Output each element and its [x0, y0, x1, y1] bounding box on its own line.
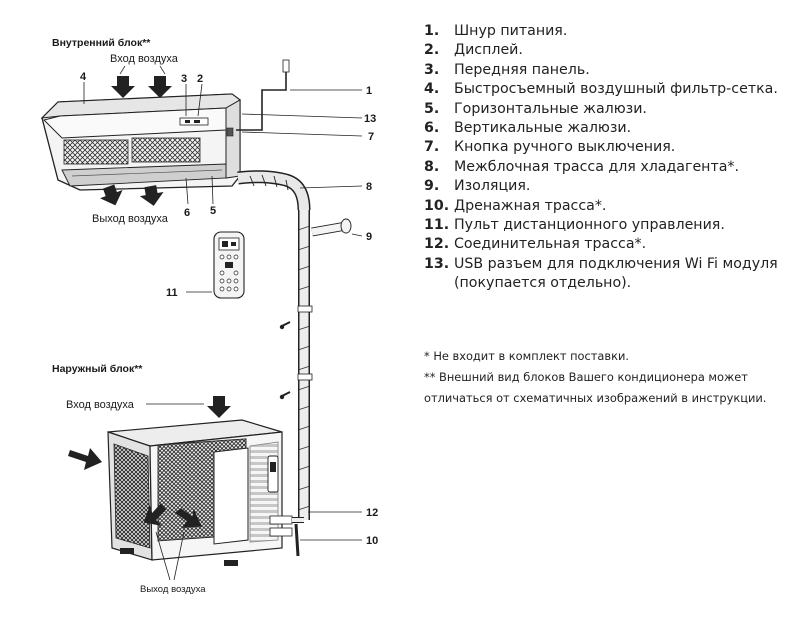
indoor-intake-arrow-right: [148, 76, 172, 98]
legend-item-text: Пульт дистанционного управления.: [454, 217, 725, 234]
legend-item: 12.Соединительная трасса*.: [424, 235, 796, 254]
footnotes: * Не входит в комплект поставки. ** Внеш…: [424, 346, 796, 409]
indoor-air-intake-label: Вход воздуха: [110, 53, 179, 65]
remote-control: [213, 231, 245, 299]
callout-6: 6: [184, 207, 190, 219]
outdoor-air-outlet-label: Выход воздуха: [140, 584, 206, 595]
callout-1: 1: [366, 85, 372, 97]
legend-item: 6. Вертикальные жалюзи.: [424, 119, 796, 138]
callout-10: 10: [366, 535, 378, 547]
legend-item: 13.USB разъем для подключения Wi Fi моду…: [424, 255, 796, 294]
legend-item-number: 6.: [424, 120, 440, 137]
legend-item-number: 3.: [424, 61, 440, 78]
footnote-not-included: * Не входит в комплект поставки.: [424, 349, 630, 363]
outdoor-intake-arrow-top: [207, 396, 231, 418]
legend-item-text: Изоляция.: [454, 178, 531, 195]
drain-line: [294, 523, 300, 557]
legend-item-text: Дренажная трасса*.: [454, 197, 607, 214]
outdoor-outlet-arrow-right: [174, 508, 202, 528]
legend-item-text: Вертикальные жалюзи.: [454, 120, 632, 137]
indoor-outlet-arrow-left: [100, 184, 123, 206]
outdoor-intake-arrow-side: [68, 448, 102, 470]
legend-item: 3. Передняя панель.: [424, 61, 796, 80]
legend-item-number: 12.: [424, 236, 450, 253]
legend-item-number: 2.: [424, 42, 440, 59]
outdoor-unit: [107, 419, 293, 566]
legend-item: 1. Шнур питания.: [424, 22, 796, 41]
callout-9: 9: [366, 231, 372, 243]
outdoor-air-intake-label: Вход воздуха: [66, 399, 135, 411]
legend-item-number: 10.: [424, 197, 450, 214]
callout-7: 7: [368, 131, 374, 143]
legend-item: 7. Кнопка ручного выключения.: [424, 138, 796, 157]
indoor-intake-arrow-left: [111, 76, 135, 98]
callout-2: 2: [197, 73, 203, 85]
refrigerant-line: [237, 170, 311, 520]
power-cord: [236, 70, 287, 131]
air-conditioner-diagram: Внутренний блок** Вход воздуха Выход воз…: [40, 37, 378, 595]
legend-item-text: Передняя панель.: [454, 61, 590, 78]
callout-4: 4: [80, 71, 87, 83]
legend-item-text: Кнопка ручного выключения.: [454, 139, 676, 156]
indoor-unit-heading: Внутренний блок**: [52, 37, 151, 49]
legend-item: 11.Пульт дистанционного управления.: [424, 216, 796, 235]
callout-5: 5: [210, 205, 216, 217]
pipe-clips: [279, 305, 313, 400]
legend-item-text: Быстросъемный воздушный фильтр-сетка.: [454, 81, 778, 98]
legend-item: 2. Дисплей.: [424, 41, 796, 60]
indoor-unit: [40, 93, 241, 191]
legend-item-number: 7.: [424, 139, 440, 156]
legend-item: 10.Дренажная трасса*.: [424, 197, 796, 216]
legend-item-text: Дисплей.: [454, 42, 523, 59]
legend-item-text: Горизонтальные жалюзи.: [454, 100, 647, 117]
legend-item-number: 1.: [424, 23, 440, 39]
callout-3: 3: [181, 73, 187, 85]
legend-item: 8. Межблочная трасса для хладагента*.: [424, 158, 796, 177]
legend-item: 9. Изоляция.: [424, 177, 796, 196]
footnote-appearance: ** Внешний вид блоков Вашего кондиционер…: [424, 370, 767, 405]
indoor-outlet-arrow-right: [139, 185, 164, 206]
insulation-sleeve: [311, 218, 352, 237]
component-legend: 1. Шнур питания. 2. Дисплей. 3. Передняя пане…: [424, 22, 796, 294]
callout-11: 11: [166, 287, 178, 299]
outdoor-outlet-arrow-left: [143, 503, 167, 526]
legend-item-text: Шнур питания.: [454, 23, 568, 39]
callout-12: 12: [366, 507, 378, 519]
legend-item-number: 11.: [424, 217, 450, 234]
legend-item-number: 9.: [424, 178, 440, 195]
callout-13: 13: [364, 113, 376, 125]
legend-item-text: Межблочная трасса для хладагента*.: [454, 158, 740, 175]
outdoor-unit-heading: Наружный блок**: [52, 363, 143, 375]
legend-item-text: Соединительная трасса*.: [454, 236, 647, 253]
legend-item: 5. Горизонтальные жалюзи.: [424, 100, 796, 119]
legend-item-number: 5.: [424, 100, 440, 117]
legend-item-text: USB разъем для подключения Wi Fi модуля …: [454, 255, 778, 292]
legend-item: 4. Быстросъемный воздушный фильтр-сетка.: [424, 80, 796, 99]
legend-item-number: 4.: [424, 81, 440, 98]
indoor-air-outlet-label: Выход воздуха: [92, 213, 169, 225]
callout-8: 8: [366, 181, 372, 193]
legend-item-number: 8.: [424, 158, 440, 175]
legend-item-number: 13.: [424, 255, 450, 272]
